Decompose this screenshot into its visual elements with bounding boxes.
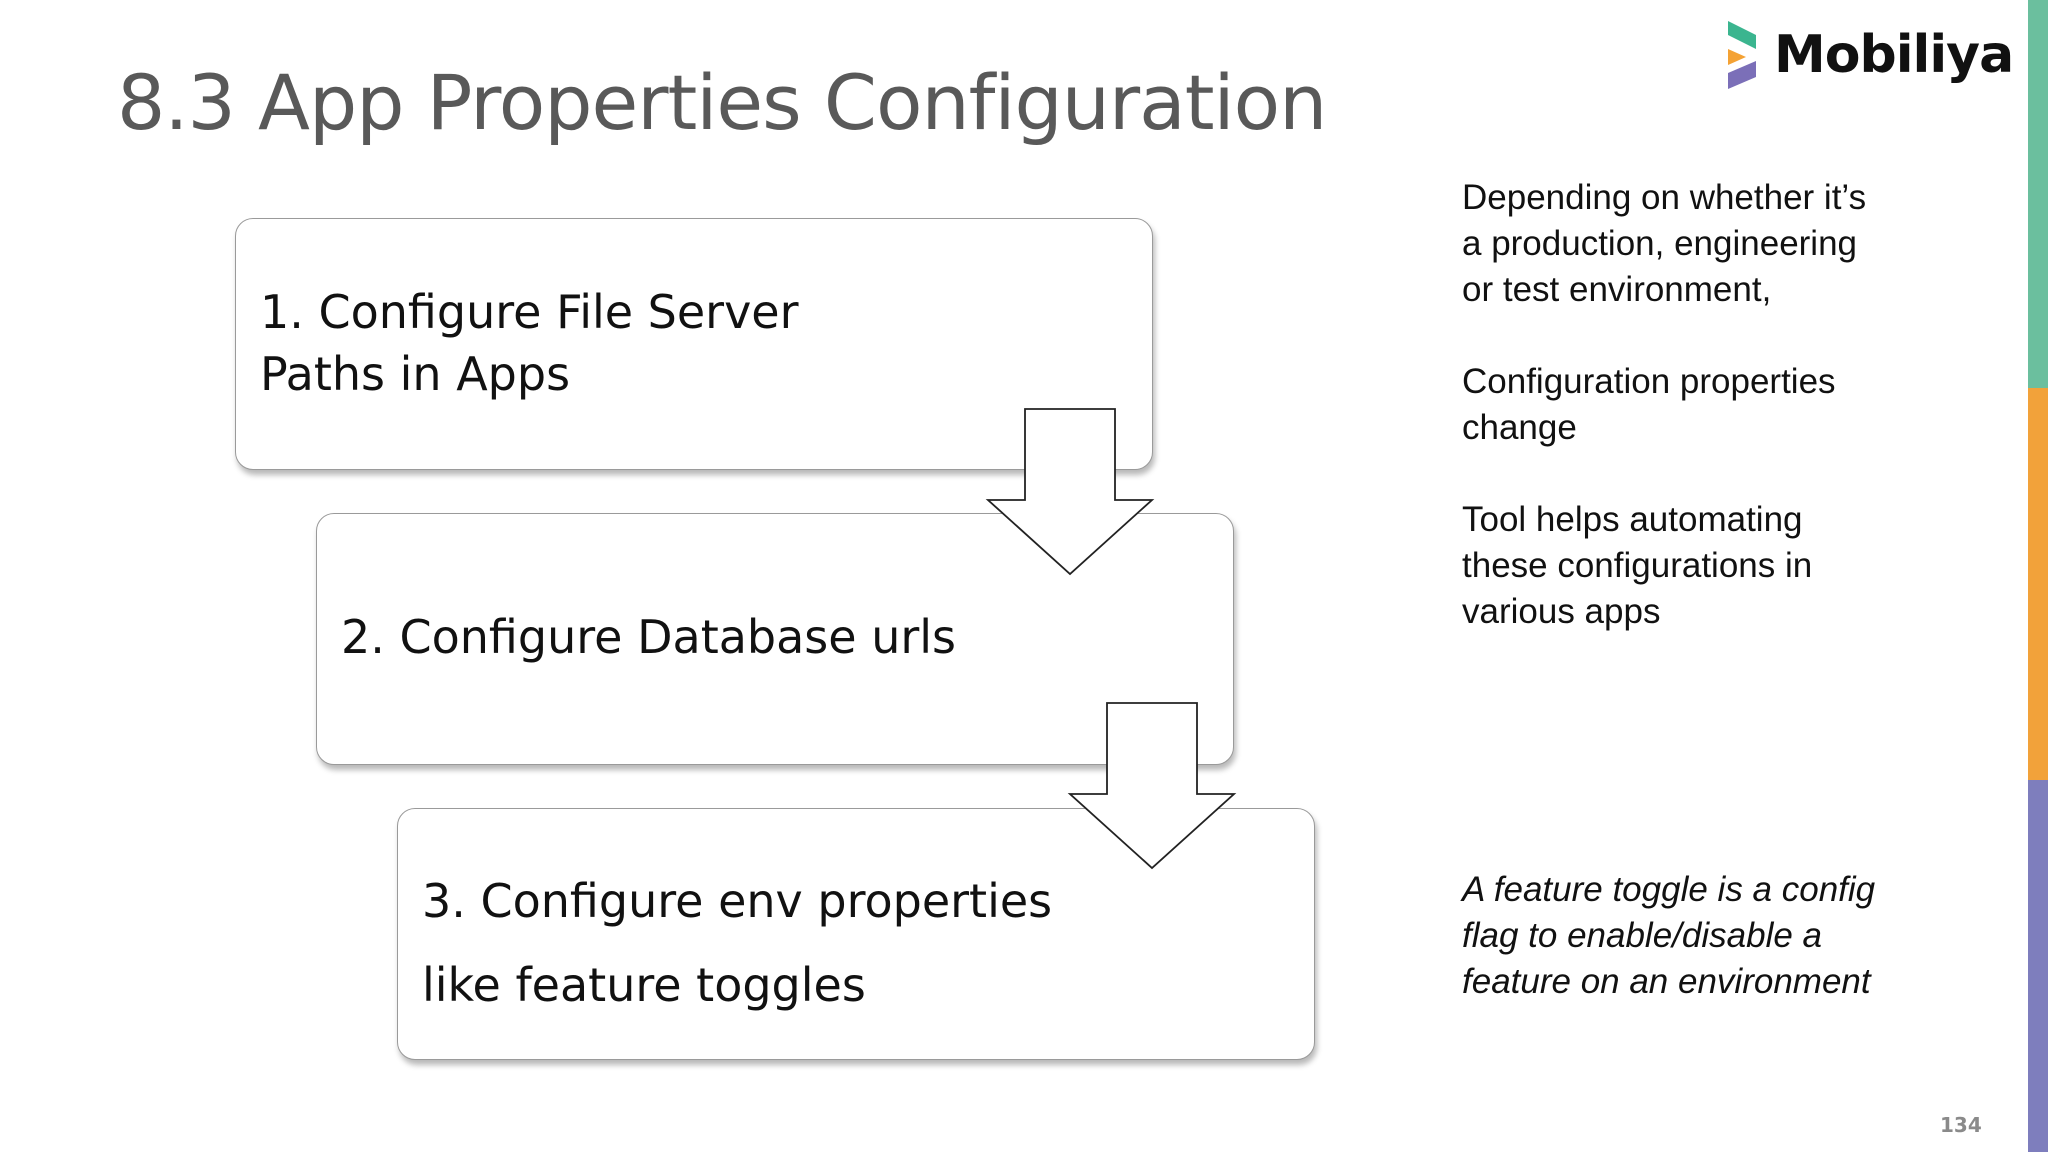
step-3-line-2: like feature toggles: [422, 958, 866, 1012]
accent-bar-green: [2028, 0, 2048, 388]
note-environment: Depending on whether it’s a production, …: [1462, 178, 1867, 309]
accent-bar-purple: [2028, 780, 2048, 1152]
logo-mark-icon: [1728, 21, 1756, 89]
note-properties-change: Configuration properties change: [1462, 362, 1836, 447]
step-2-text: 2. Configure Database urls: [341, 606, 956, 668]
company-logo: Mobiliya: [1726, 10, 2014, 100]
step-3-line-1: 3. Configure env properties: [422, 874, 1053, 928]
step-box-1: 1. Configure File Server Paths in Apps: [235, 218, 1153, 470]
step-3-text: 3. Configure env properties like feature…: [422, 859, 1052, 1027]
step-1-text: 1. Configure File Server Paths in Apps: [260, 281, 799, 405]
step-box-3: 3. Configure env properties like feature…: [397, 808, 1315, 1060]
step-2-line-1: 2. Configure Database urls: [341, 610, 957, 664]
logo-text: Mobiliya: [1774, 25, 2014, 85]
down-arrow-icon: [1067, 702, 1237, 870]
page-number: 134: [1940, 1113, 1982, 1137]
down-arrow-icon: [985, 408, 1155, 576]
step-1-line-1: 1. Configure File Server: [260, 285, 799, 339]
slide-title: 8.3 App Properties Configuration: [117, 58, 1327, 147]
side-notes: Depending on whether it’s a production, …: [1462, 175, 1982, 681]
accent-bar-orange: [2028, 388, 2048, 780]
note-tool-automation: Tool helps automating these configuratio…: [1462, 500, 1813, 631]
feature-toggle-note: A feature toggle is a config flag to ena…: [1462, 870, 1876, 1001]
step-1-line-2: Paths in Apps: [260, 347, 571, 401]
